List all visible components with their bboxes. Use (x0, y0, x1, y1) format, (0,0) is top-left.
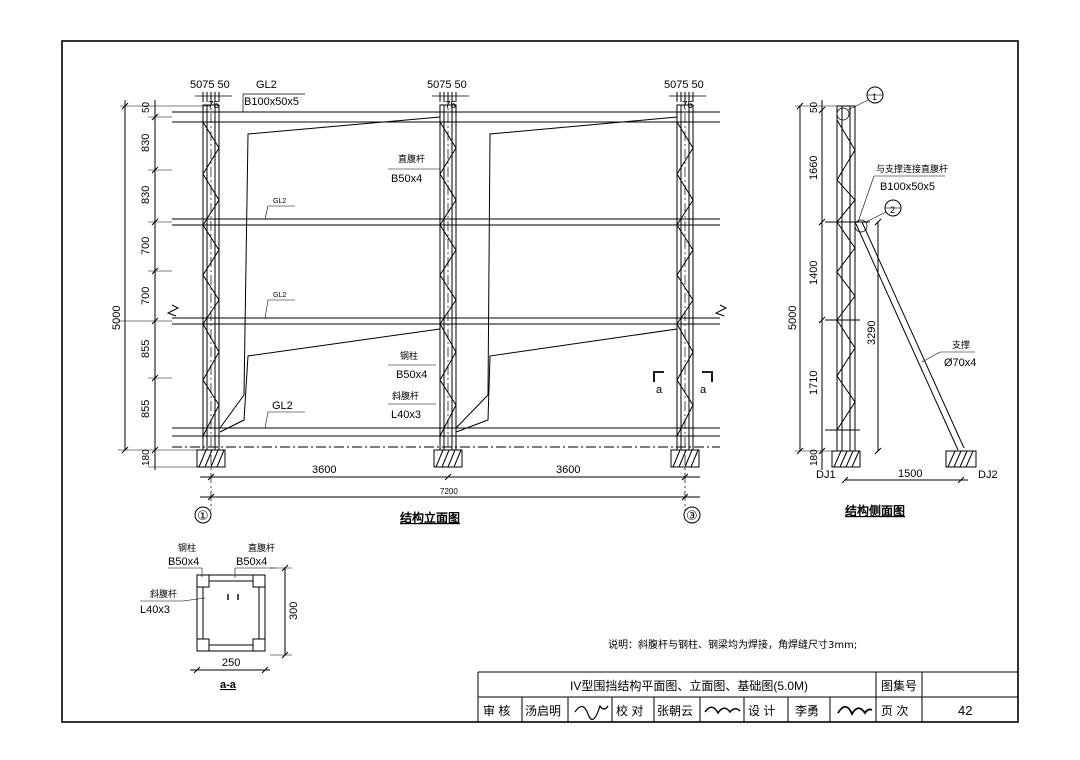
total-span-dim: 7200 (440, 487, 458, 496)
column-3 (676, 95, 694, 510)
section-mark-left: a (656, 384, 663, 396)
left-dim-6: 855 (140, 340, 152, 358)
side-dim-2: 1660 (808, 156, 820, 180)
reviewer-signature (574, 704, 609, 721)
column-callout-name: 钢柱 (400, 350, 418, 362)
left-dim-3: 830 (140, 186, 152, 204)
designer-signature (837, 705, 873, 717)
gl2-small-label-1: GL2 (273, 198, 286, 205)
side-dim-5: 180 (809, 449, 820, 466)
axis-1-label: ① (197, 508, 209, 523)
span-dim-2: 3600 (556, 464, 580, 476)
column-callout-spec: B50x4 (396, 369, 427, 381)
column-1 (202, 95, 220, 510)
gl2-small-label-2: GL2 (273, 292, 286, 299)
checker-signature (704, 706, 741, 715)
left-dim-2: 830 (140, 134, 152, 152)
left-dim-5: 700 (140, 287, 152, 305)
foundation-2 (433, 449, 463, 468)
top-offset-3: 5075 50 (664, 79, 704, 91)
side-view (795, 86, 977, 484)
left-dim-7: 855 (140, 400, 152, 418)
reviewer-name: 汤启明 (525, 704, 561, 718)
node-2-label: 2 (890, 205, 895, 215)
tiny-dim-1: 75 (208, 100, 220, 111)
elevation-view (118, 92, 728, 524)
section-diagonal-spec: L40x3 (140, 604, 170, 616)
design-label: 设 计 (748, 704, 775, 718)
vertical-web-spec: B50x4 (391, 173, 422, 185)
total-height-dim: 5000 (111, 306, 123, 330)
axis-3-label: ③ (686, 508, 698, 523)
page-number: 42 (958, 703, 972, 718)
axis-3-bubble (683, 506, 701, 524)
node-1-label: 1 (872, 92, 877, 102)
diagonal-callout-spec: L40x3 (391, 409, 421, 421)
side-base-dim: 1500 (898, 468, 922, 480)
left-dim-4: 700 (140, 237, 152, 255)
left-dim-8: 180 (141, 449, 152, 466)
section-mark-right: a (700, 384, 707, 396)
diagonal-callout-name: 斜腹杆 (392, 390, 419, 402)
atlas-label: 图集号 (881, 678, 917, 693)
span-dim-1: 3600 (312, 464, 336, 476)
designer-name: 李勇 (795, 703, 819, 718)
title-block (477, 671, 1018, 722)
section-width-dim: 250 (222, 657, 240, 669)
section-column-spec: B50x4 (168, 556, 199, 568)
foundation-dj1 (831, 450, 861, 468)
connection-callout-spec: B100x50x5 (880, 181, 935, 193)
section-column-name: 钢柱 (178, 542, 196, 554)
column-2 (439, 95, 457, 451)
top-offset-2: 5075 50 (427, 79, 467, 91)
foundation-1 (196, 449, 226, 468)
node-1-detail-circle (836, 107, 850, 121)
foundation-dj1-label: DJ1 (816, 469, 836, 481)
side-dim-3: 1400 (808, 261, 820, 285)
elevation-title: 结构立面图 (400, 510, 460, 525)
side-title: 结构侧面图 (845, 503, 905, 518)
foundation-dj2 (945, 450, 977, 468)
review-label: 审 核 (483, 703, 510, 718)
tiny-dim-3: 75 (682, 100, 694, 111)
section-vertical-web-spec: B50x4 (236, 556, 267, 568)
general-note: 说明：斜腹杆与钢柱、钢梁均为焊接，角焊缝尺寸3mm; (608, 638, 857, 651)
node-2-detail-circle (854, 219, 868, 233)
brace-callout-name: 支撑 (952, 339, 970, 351)
top-offset-1: 5075 50 (190, 79, 230, 91)
left-dim-1: 50 (141, 101, 152, 113)
foundation-dj2-label: DJ2 (978, 469, 998, 481)
brace-callout-spec: Ø70x4 (944, 357, 976, 369)
section-depth-dim: 300 (288, 602, 300, 620)
sheet-border (61, 40, 1019, 723)
axis-1-bubble (194, 506, 212, 524)
section-title: a-a (220, 679, 237, 691)
check-label: 校 对 (616, 703, 643, 718)
checker-name: 张朝云 (657, 704, 693, 718)
gl2-bottom-label: GL2 (272, 400, 293, 412)
side-total-height: 5000 (787, 306, 799, 330)
section-a-a (140, 564, 292, 674)
connection-callout-name: 与支撑连接直腹杆 (876, 163, 948, 175)
side-brace-height: 3290 (866, 321, 878, 345)
gl2-callout-spec: B100x50x5 (244, 96, 299, 108)
vertical-web-name: 直腹杆 (398, 153, 425, 165)
side-dim-1: 50 (809, 101, 820, 113)
section-vertical-web-name: 直腹杆 (248, 542, 275, 554)
drawing-title: IV型围挡结构平面图、立面图、基础图(5.0M) (570, 678, 808, 693)
side-dim-4: 1710 (808, 371, 820, 395)
page-label: 页 次 (881, 704, 908, 718)
tiny-dim-2: 75 (445, 100, 457, 111)
section-diagonal-name: 斜腹杆 (150, 588, 177, 600)
gl2-callout-name: GL2 (256, 79, 277, 91)
foundation-3 (670, 449, 700, 468)
